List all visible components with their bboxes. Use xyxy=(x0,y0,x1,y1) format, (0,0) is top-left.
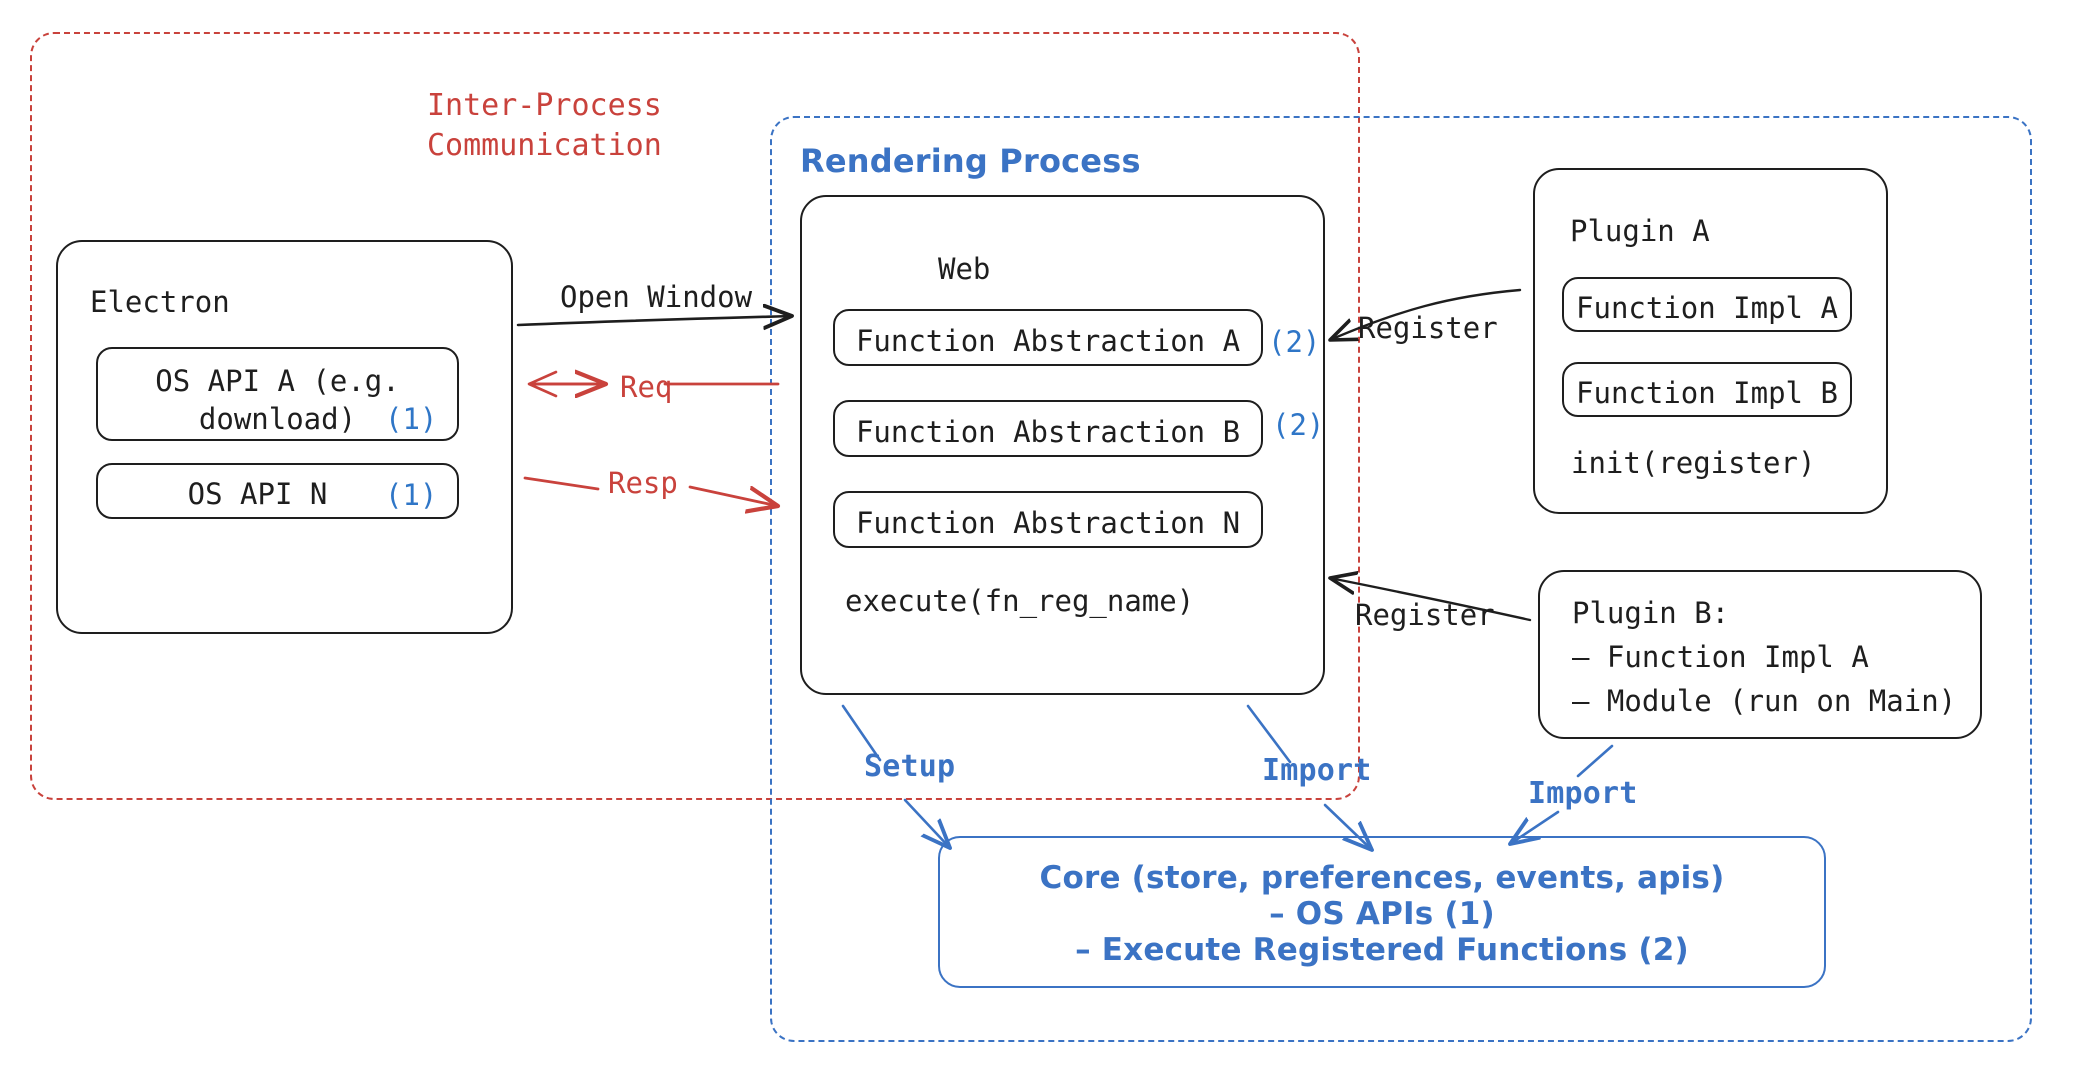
plugin-a-function-impl-a-box[interactable] xyxy=(1562,277,1852,332)
os-api-n-label: OS API N xyxy=(187,477,328,511)
core-line-3: – Execute Registered Functions (2) xyxy=(1075,932,1689,968)
electron-title: Electron xyxy=(90,285,230,319)
function-abstraction-b-label: Function Abstraction B xyxy=(855,415,1241,449)
open-window-label: Open Window xyxy=(560,280,753,314)
plugin-a-init-label: init(register) xyxy=(1571,446,1816,480)
plugin-a-function-impl-b-box[interactable] xyxy=(1562,362,1852,417)
plugin-b-box[interactable] xyxy=(1538,570,1982,739)
resp-label: Resp xyxy=(608,466,678,500)
ipc-label: Inter-Process Communication xyxy=(427,88,662,163)
os-api-n-box[interactable] xyxy=(96,463,459,519)
function-abstraction-a-label: Function Abstraction A xyxy=(855,324,1241,358)
setup-label: Setup xyxy=(864,749,956,784)
plugin-a-title: Plugin A xyxy=(1570,214,1710,248)
plugin-a-function-impl-b-label: Function Impl B xyxy=(1576,376,1838,410)
register-plugin-a-label: Register xyxy=(1358,311,1498,345)
os-api-n-marker: (1) xyxy=(385,478,438,512)
register-plugin-b-label: Register xyxy=(1355,598,1495,632)
core-line-1: Core (store, preferences, events, apis) xyxy=(1039,860,1725,896)
web-title: Web xyxy=(938,252,991,286)
function-abstraction-a-box[interactable] xyxy=(833,309,1263,366)
core-box[interactable] xyxy=(938,836,1826,988)
web-execute-label: execute(fn_reg_name) xyxy=(845,584,1195,618)
function-abstraction-n-label: Function Abstraction N xyxy=(855,506,1241,540)
ipc-container xyxy=(30,32,1360,800)
os-api-a-label: OS API A (e.g. download) xyxy=(155,364,400,436)
os-api-a-marker: (1) xyxy=(385,402,438,436)
core-line-2: – OS APIs (1) xyxy=(1269,896,1495,932)
import-plugin-b-label: Import xyxy=(1528,776,1638,811)
rendering-process-container xyxy=(770,116,2032,1042)
plugin-a-function-impl-a-label: Function Impl A xyxy=(1576,291,1838,325)
plugin-b-title: Plugin B: xyxy=(1572,596,1730,630)
rendering-process-label: Rendering Process xyxy=(800,142,1141,180)
function-abstraction-b-marker: (2) xyxy=(1272,408,1325,442)
plugin-a-box[interactable] xyxy=(1533,168,1888,514)
os-api-a-box[interactable] xyxy=(96,347,459,441)
plugin-b-line-1: – Function Impl A xyxy=(1572,640,1869,674)
function-abstraction-b-box[interactable] xyxy=(833,400,1263,457)
function-abstraction-a-marker: (2) xyxy=(1268,325,1321,359)
import-web-label: Import xyxy=(1262,753,1372,788)
req-label: Req xyxy=(620,370,673,404)
plugin-b-line-2: – Module (run on Main) xyxy=(1572,684,1957,718)
function-abstraction-n-box[interactable] xyxy=(833,491,1263,548)
